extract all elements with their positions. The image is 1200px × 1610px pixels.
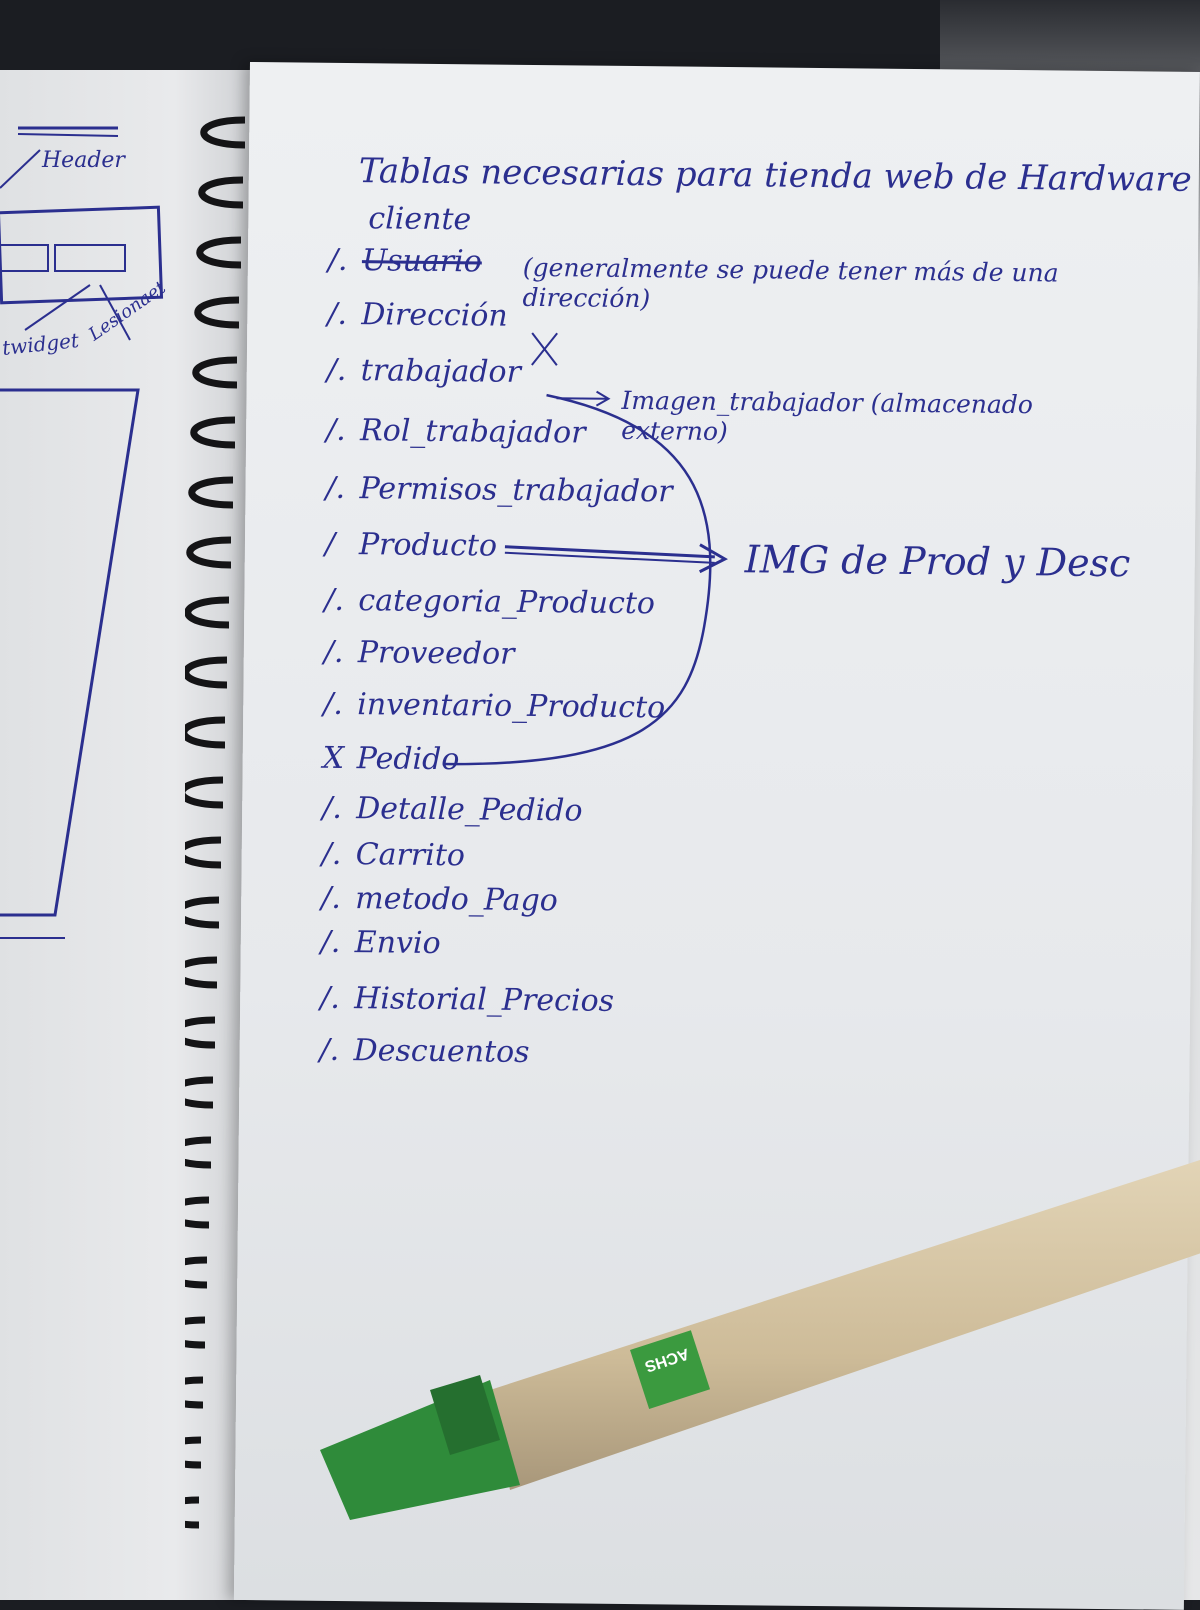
pen-logo: ACHS [630, 1330, 711, 1409]
left-scribble-header: Header [42, 148, 125, 173]
pen: ACHS [320, 1160, 1200, 1520]
left-page-sketch [0, 126, 164, 939]
pen-body [490, 1160, 1200, 1490]
right-notebook-page: Tablas necesarias para tienda web de Har… [233, 62, 1200, 1610]
spiral-binding [185, 116, 246, 1529]
pen-cap [320, 1380, 520, 1520]
left-notebook-page: Header twidget Lesionaet [0, 70, 250, 1600]
note-arrows [442, 332, 728, 766]
